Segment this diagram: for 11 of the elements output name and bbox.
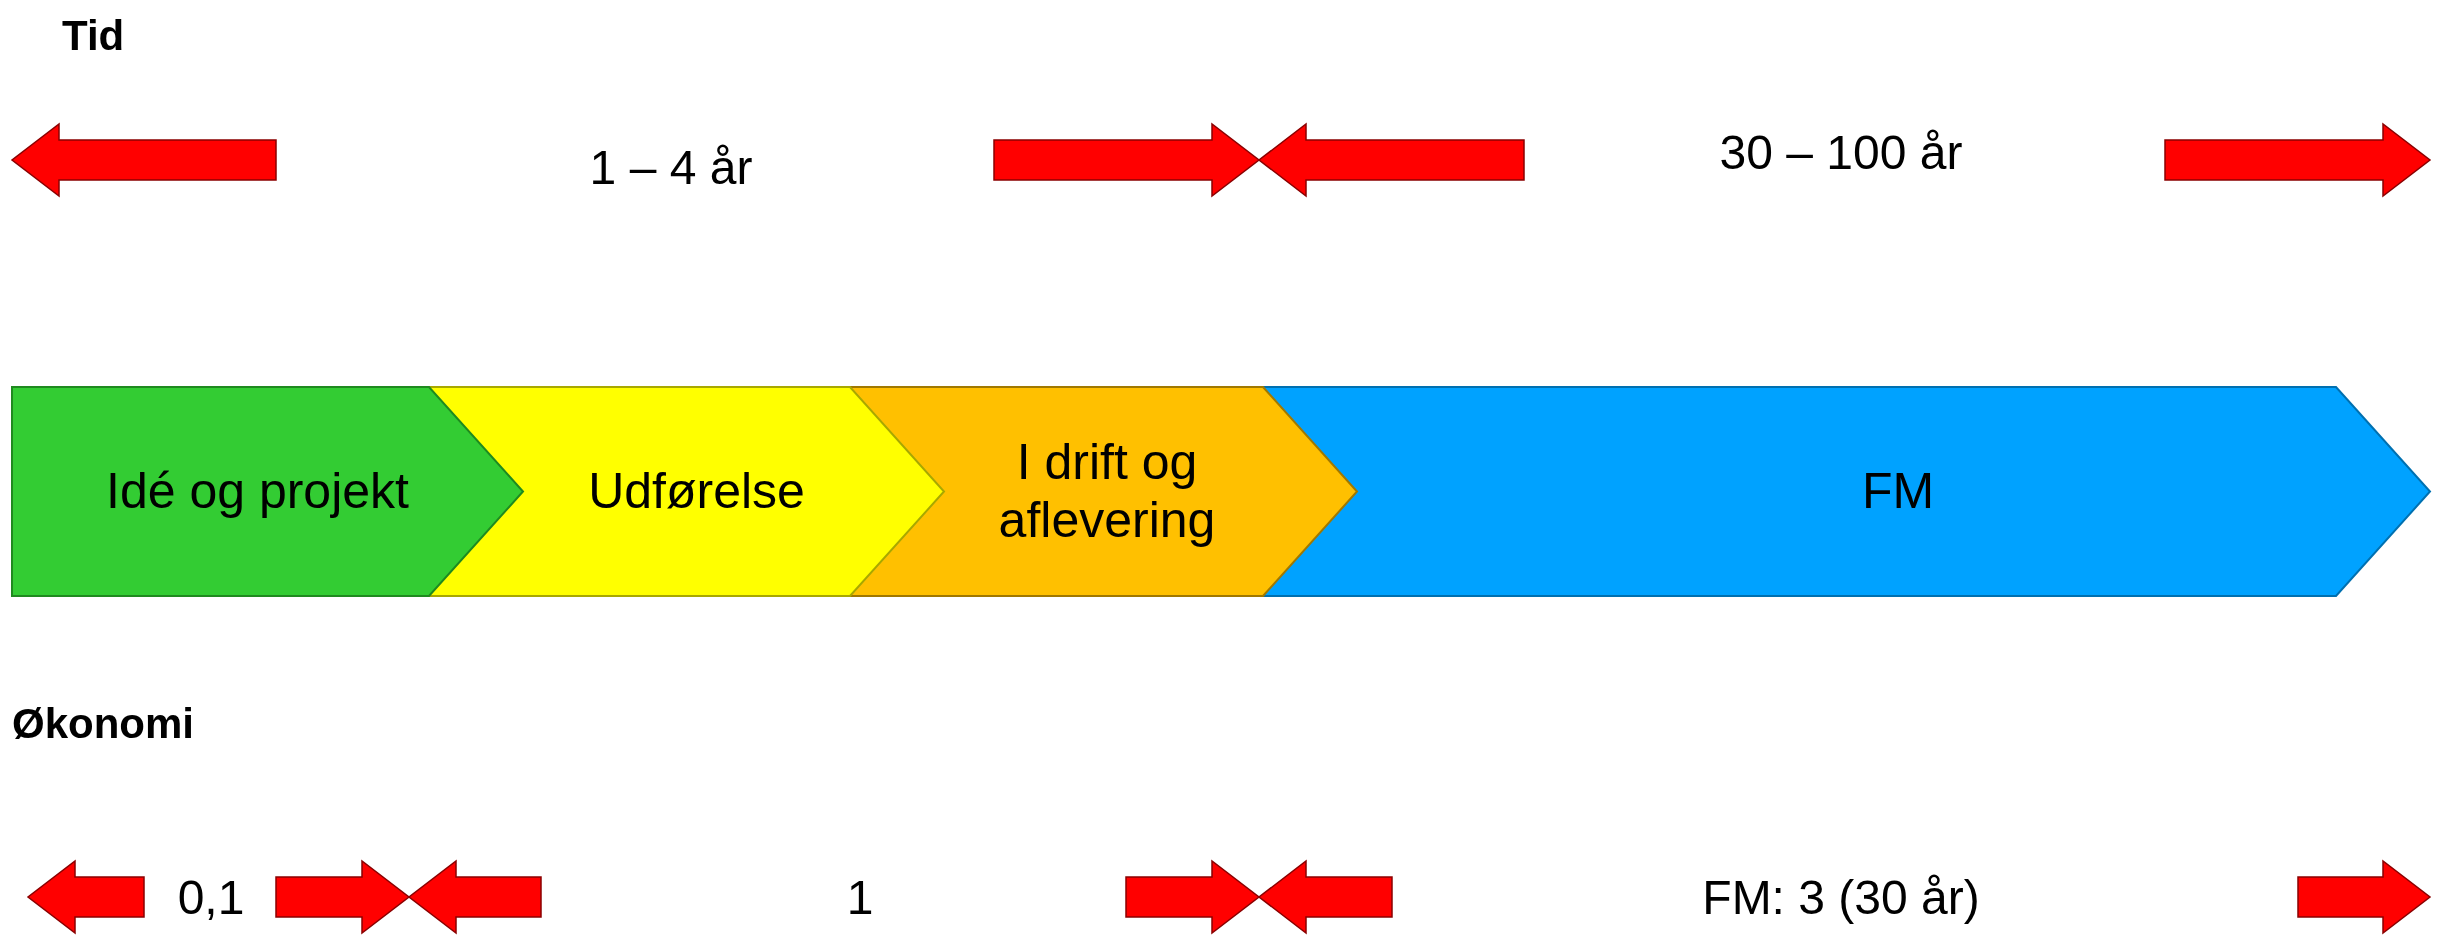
section-heading: Økonomi [12, 700, 194, 748]
section-heading: Tid [62, 12, 125, 60]
stage-label: Idé og projekt [106, 462, 409, 521]
stage-label: I drift og aflevering [997, 434, 1217, 549]
duration-label: 1 – 4 år [589, 141, 753, 195]
duration-label: 0,1 [177, 871, 245, 925]
stage-label: FM [1861, 462, 1935, 521]
duration-label: FM: 3 (30 år) [1702, 871, 1980, 925]
stage-label: Udførelse [588, 462, 805, 521]
duration-label: 30 – 100 år [1719, 126, 1963, 180]
duration-label: 1 [846, 871, 874, 925]
